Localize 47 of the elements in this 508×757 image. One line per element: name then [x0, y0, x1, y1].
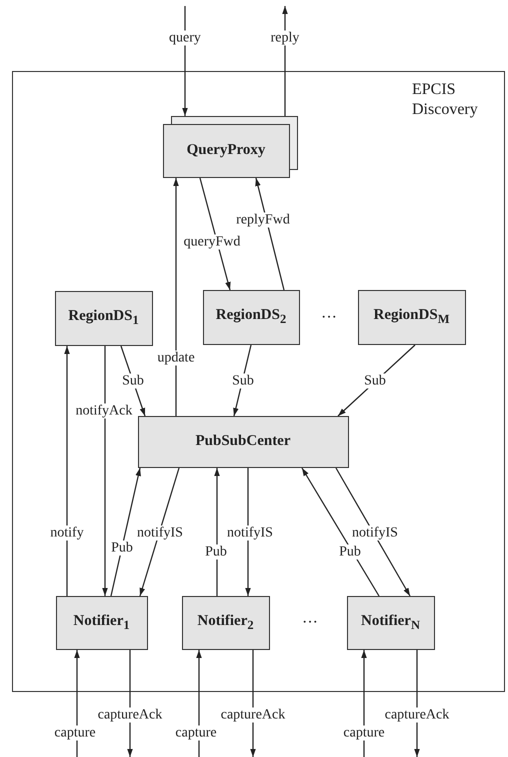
component-box: PubSubCenter	[138, 416, 348, 468]
edge-label: notifyIS	[226, 526, 274, 540]
arrow	[139, 468, 180, 596]
edge-label: notifyIS	[351, 526, 399, 540]
edge-label: replyFwd	[235, 212, 291, 228]
arrow	[301, 468, 380, 596]
edge-label: notifyIS	[136, 526, 184, 540]
ellipsis: ···	[321, 309, 337, 327]
component-box: Notifier$_{N}$	[346, 596, 434, 650]
arrow	[233, 344, 252, 416]
edge-label: Pub	[338, 544, 362, 560]
boundary-title: EPCIS Discovery	[412, 80, 479, 120]
component-box: Notifier$_{1}$	[56, 596, 148, 650]
edge-label: capture	[342, 726, 386, 740]
edge-label: captureAck	[96, 708, 164, 722]
edge-label: notify	[49, 526, 85, 540]
edge-label: reply	[270, 30, 300, 46]
edge-label: captureAck	[220, 708, 286, 722]
component-box: Notifier$_{2}$	[182, 596, 270, 650]
component-box: RegionDS$_{2}$	[202, 290, 300, 344]
edge-label: Pub	[110, 540, 134, 556]
edge-label: Sub	[121, 374, 145, 388]
edge-label: Pub	[204, 544, 228, 560]
arrow	[214, 468, 220, 596]
edge-label: Sub	[363, 374, 387, 388]
edge-label: query	[168, 30, 202, 46]
edge-label: capture	[53, 726, 97, 740]
component-box: QueryProxy	[162, 124, 290, 178]
edge-label: Sub	[231, 374, 255, 388]
component-box: RegionDS$_{M}$	[358, 290, 466, 344]
arrow	[335, 468, 411, 596]
arrow	[338, 344, 416, 416]
arrow	[110, 468, 141, 596]
ellipsis: ···	[302, 614, 318, 632]
arrow	[255, 178, 285, 290]
component-box: RegionDS$_{1}$	[54, 290, 152, 346]
edge-label: queryFwd	[182, 234, 242, 250]
edge-label: update	[156, 350, 196, 366]
arrow	[245, 468, 251, 596]
arrow	[120, 346, 146, 416]
arrow	[173, 178, 179, 416]
edge-label: captureAck	[384, 708, 450, 722]
edge-label: capture	[174, 726, 218, 740]
arrow	[102, 346, 108, 596]
arrow	[64, 346, 70, 596]
arrow	[199, 178, 231, 290]
edge-label: notifyAck	[74, 404, 134, 418]
